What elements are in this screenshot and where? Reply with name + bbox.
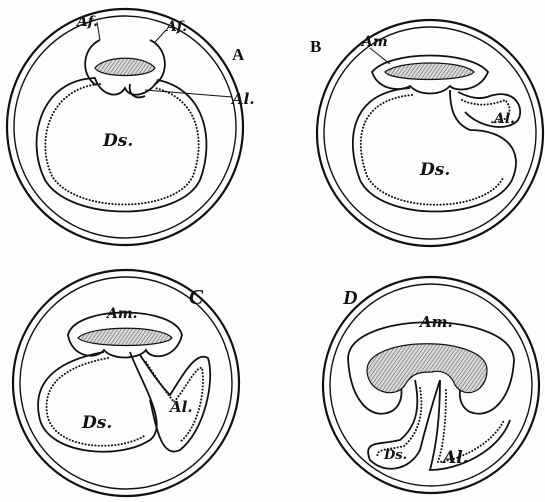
panel-b-al-label: Al. — [492, 111, 515, 127]
panel-d: D Am. Al. Ds. — [323, 277, 539, 493]
panel-c-al-label: Al. — [168, 398, 193, 416]
panel-a-ds-label: Ds. — [102, 131, 133, 151]
panel-a-outer-ring — [7, 9, 243, 245]
panel-d-al-label: Al. — [441, 448, 469, 468]
panel-b-inner-ring — [324, 27, 536, 239]
panel-c-am-label: Am. — [105, 306, 138, 322]
panel-a-af-right-leader — [155, 30, 166, 42]
panel-c-ds-label: Ds. — [81, 413, 112, 433]
panel-c-letter: C — [189, 285, 204, 309]
panel-b-ds-label: Ds. — [419, 160, 450, 180]
panel-a-embryo — [95, 58, 155, 75]
panel-d-letter: D — [342, 287, 357, 309]
panel-d-allantois — [430, 380, 510, 470]
panel-d-outer-ring — [323, 277, 539, 493]
panel-d-am-label: Am. — [418, 313, 453, 331]
panel-b: B Am Al. Ds. — [310, 20, 543, 246]
panel-b-yolk-sac-dots — [361, 95, 503, 205]
panel-c-outer-ring — [13, 270, 239, 496]
panel-c: C Am. Al. Ds. — [13, 270, 239, 496]
panel-b-letter: B — [310, 37, 321, 56]
panel-a-af-right-label: Af. — [164, 19, 187, 35]
panel-a: Af. Af. A Al. Ds. — [7, 9, 255, 245]
panel-d-ds-label: Ds. — [383, 448, 407, 463]
panel-b-am-leader — [370, 48, 390, 64]
panel-c-embryo — [78, 328, 172, 345]
panel-a-af-left-label: Af. — [75, 14, 98, 30]
panel-a-al-label: Al. — [230, 90, 255, 108]
panel-b-embryo — [385, 63, 474, 80]
panel-b-am-label: Am — [360, 34, 388, 50]
panel-c-yolk-sac — [38, 352, 157, 452]
panel-d-embryo — [367, 344, 487, 393]
panel-a-letter: A — [232, 45, 245, 64]
